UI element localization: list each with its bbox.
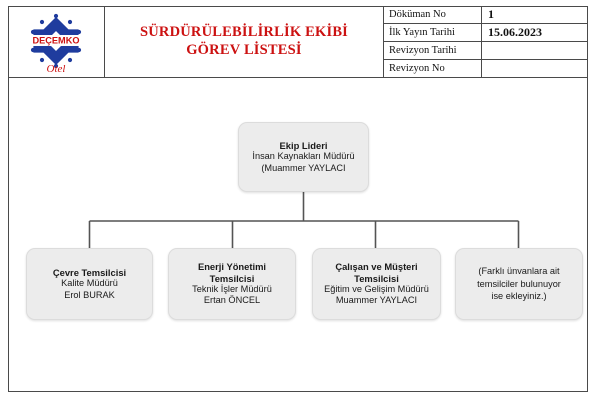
org-node-role: Kalite Müdürü	[61, 278, 118, 289]
org-node-calisan-ve-musteri-temsilcisi[interactable]: Çalışan ve Müşteri Temsilcisi Eğitim ve …	[312, 248, 441, 320]
meta-row: Döküman No 1	[384, 6, 588, 24]
logo-brand-text: DEÇEMKO	[33, 35, 80, 45]
org-node-title: Çalışan ve Müşteri	[335, 261, 418, 273]
meta-value-ilk-yayin-tarihi: 15.06.2023	[488, 25, 542, 39]
org-node-title-line-2: Temsilcisi	[209, 272, 255, 284]
org-node-note-line-1: (Farklı ünvanlara ait	[478, 266, 560, 277]
meta-row: Revizyon Tarihi	[384, 42, 588, 60]
meta-label-revizyon-tarihi: Revizyon Tarihi	[384, 42, 482, 59]
document-meta-table: Döküman No 1 İlk Yayın Tarihi 15.06.2023…	[384, 6, 588, 77]
org-node-person: Muammer YAYLACI	[335, 295, 418, 306]
company-logo: DEÇEMKO Otel	[20, 10, 92, 74]
org-node-note-line-3: ise ekleyiniz.)	[491, 291, 547, 302]
org-node-title: Ekip Lideri	[279, 139, 328, 151]
org-chart: Ekip Lideri İnsan Kaynakları Müdürü (Mua…	[9, 79, 587, 391]
org-node-cevre-temsilcisi[interactable]: Çevre Temsilcisi Kalite Müdürü Erol BURA…	[26, 248, 153, 320]
meta-label-dokuman-no: Döküman No	[384, 6, 482, 23]
logo-sub-text: Otel	[47, 63, 66, 74]
org-node-person: Erol BURAK	[64, 289, 115, 300]
meta-label-ilk-yayin-tarihi: İlk Yayın Tarihi	[384, 24, 482, 41]
logo-cell: DEÇEMKO Otel	[8, 6, 105, 77]
org-node-role: Eğitim ve Gelişim Müdürü	[324, 283, 429, 294]
org-node-enerji-yonetimi-temsilcisi[interactable]: Enerji Yönetimi Temsilcisi Teknik İşler …	[168, 248, 296, 320]
org-node-person: (Muammer YAYLACI	[261, 162, 346, 173]
meta-row: Revizyon No	[384, 60, 588, 77]
document-title-cell: SÜRDÜRÜLEBİLİRLİK EKİBİ GÖREV LİSTESİ	[105, 6, 384, 77]
org-node-title: Çevre Temsilcisi	[52, 266, 127, 278]
meta-value-dokuman-no: 1	[488, 7, 494, 21]
page-title: SÜRDÜRÜLEBİLİRLİK EKİBİ GÖREV LİSTESİ	[140, 24, 348, 58]
org-node-placeholder-note[interactable]: (Farklı ünvanlara ait temsilciler bulunu…	[455, 248, 583, 320]
document-header: DEÇEMKO Otel SÜRDÜRÜLEBİLİRLİK EKİBİ GÖR…	[8, 6, 588, 78]
org-node-role: Teknik İşler Müdürü	[192, 283, 272, 294]
org-node-person: Ertan ÖNCEL	[203, 295, 261, 306]
page-title-line-1: SÜRDÜRÜLEBİLİRLİK EKİBİ	[139, 24, 349, 41]
org-node-title: Enerji Yönetimi	[197, 261, 267, 273]
org-node-title-line-2: Temsilcisi	[354, 272, 399, 284]
org-node-ekip-lideri[interactable]: Ekip Lideri İnsan Kaynakları Müdürü (Mua…	[238, 122, 369, 192]
page-title-line-2: GÖREV LİSTESİ	[186, 41, 302, 58]
meta-row: İlk Yayın Tarihi 15.06.2023	[384, 24, 588, 42]
org-node-role: İnsan Kaynakları Müdürü	[252, 151, 355, 162]
decemko-emblem-icon: DEÇEMKO Otel	[30, 13, 82, 74]
org-node-note-line-2: temsilciler bulunuyor	[477, 278, 561, 289]
meta-label-revizyon-no: Revizyon No	[384, 60, 482, 77]
